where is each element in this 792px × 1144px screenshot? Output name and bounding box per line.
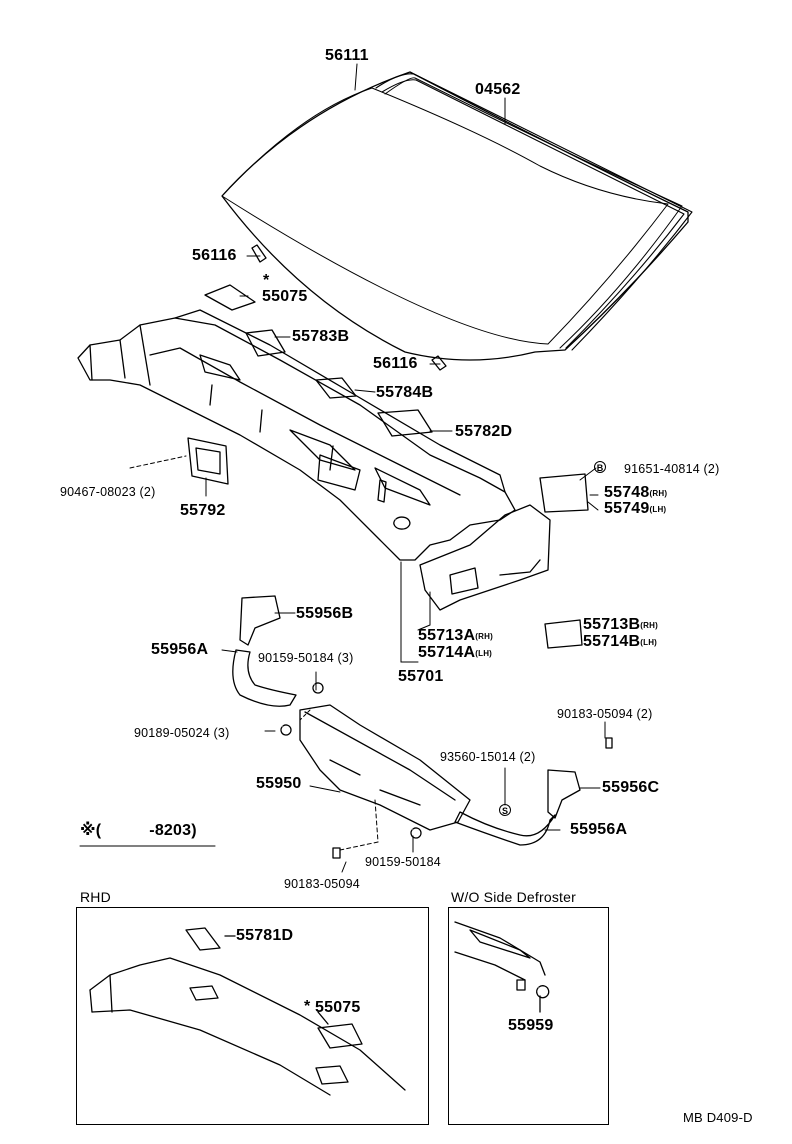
label-55749: 55749(LH) [604, 501, 666, 518]
label-55782d: 55782D [455, 423, 513, 440]
label-55075: 55075 [262, 288, 308, 305]
label-55714a-side: (LH) [475, 649, 493, 658]
label-90159-50184-3: 90159-50184 (3) [258, 651, 354, 665]
wo-side-defroster-frame [448, 907, 609, 1125]
footnote: ※( -8203) [80, 823, 197, 839]
leader-lines [129, 63, 606, 873]
label-90467-08023: 90467-08023 (2) [60, 485, 156, 499]
wo-side-defroster-title: W/O Side Defroster [451, 889, 576, 905]
asterisk-mark: * [263, 272, 270, 289]
label-55075-rhd: 55075 [315, 999, 361, 1016]
illustration-code: MB D409-D [683, 1110, 753, 1125]
label-04562: 04562 [475, 81, 521, 98]
label-90183-05094-2: 90183-05094 (2) [557, 707, 653, 721]
label-56116-b: 56116 [373, 355, 418, 372]
label-56111: 56111 [325, 47, 369, 64]
label-55748-side: (RH) [649, 489, 668, 498]
label-55713b: 55713B(RH) [583, 617, 658, 634]
label-55792: 55792 [180, 502, 226, 519]
label-55714b-side: (LH) [640, 638, 658, 647]
label-55783b: 55783B [292, 328, 350, 345]
label-55956b: 55956B [296, 605, 354, 622]
label-55714a-number: 55714A [418, 644, 476, 661]
wo-side-defroster-drawing [454, 921, 550, 1013]
label-55713a-side: (RH) [475, 632, 493, 641]
label-55956c: 55956C [602, 779, 660, 796]
label-90183-05094: 90183-05094 [284, 877, 360, 891]
label-55714b: 55714B(LH) [583, 634, 657, 651]
label-55713b-number: 55713B [583, 616, 641, 633]
label-55956a-bottom: 55956A [570, 821, 628, 838]
footnote-range: -8203) [149, 822, 197, 839]
label-90189-05024: 90189-05024 (3) [134, 726, 230, 740]
label-55784b: 55784B [376, 384, 434, 401]
label-91651-40814: 91651-40814 (2) [624, 462, 720, 476]
cowl-side-bracket [419, 504, 551, 611]
label-55781d: 55781D [236, 927, 294, 944]
label-55959: 55959 [508, 1017, 554, 1034]
label-93560-15014: 93560-15014 (2) [440, 750, 536, 764]
asterisk-mark-rhd: * [304, 998, 311, 1015]
label-55956a-top: 55956A [151, 641, 209, 658]
label-56116-a: 56116 [192, 247, 237, 264]
label-90159-50184: 90159-50184 [365, 855, 441, 869]
defroster-ducts [232, 595, 613, 859]
label-55748: 55748(RH) [604, 485, 667, 502]
label-55714b-number: 55714B [583, 633, 641, 650]
footnote-open: ※( [80, 822, 102, 839]
small-parts [187, 244, 589, 649]
windshield-molding [375, 73, 693, 351]
windshield-glass [221, 71, 689, 361]
clip-s-mark: S [499, 804, 511, 816]
rhd-inset-title: RHD [80, 889, 111, 905]
label-55713a-number: 55713A [418, 627, 476, 644]
label-55701: 55701 [398, 668, 444, 685]
label-55714a: 55714A(LH) [418, 645, 492, 662]
label-55749-number: 55749 [604, 500, 650, 517]
label-55950: 55950 [256, 775, 302, 792]
label-55713a: 55713A(RH) [418, 628, 493, 645]
rhd-inset-frame [76, 907, 429, 1125]
cowl-panel [77, 309, 516, 561]
rhd-inset-drawing [89, 927, 406, 1096]
label-55749-side: (LH) [649, 505, 667, 514]
bolt-b-mark: B [594, 461, 606, 473]
label-55748-number: 55748 [604, 484, 650, 501]
label-55713b-side: (RH) [640, 621, 658, 630]
